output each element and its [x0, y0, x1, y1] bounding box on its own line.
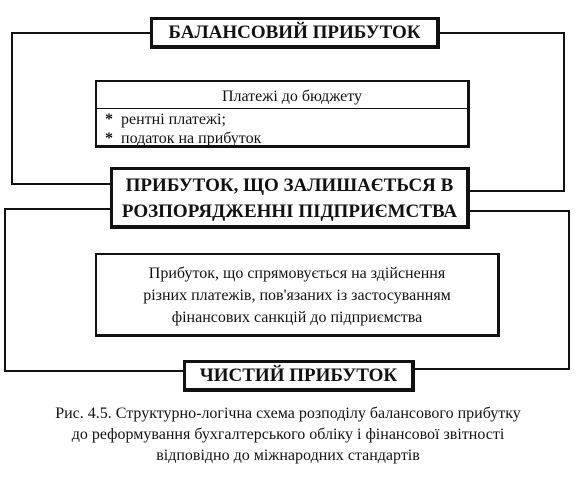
balance-profit-box: БАЛАНСОВИЙ ПРИБУТОК [150, 17, 440, 49]
budget-payment-item: *податок на прибуток [105, 130, 262, 147]
caption-line2: до реформування бухгалтерського обліку і… [71, 426, 505, 443]
sanctions-profit-line2: різних платежів, пов'язаних із застосува… [143, 287, 451, 304]
caption-line1: Рис. 4.5. Структурно-логічна схема розпо… [55, 405, 521, 422]
connector-top-right-vertical [563, 32, 565, 192]
connector-top-right-horizontal [440, 32, 565, 34]
balance-profit-label: БАЛАНСОВИЙ ПРИБУТОК [168, 22, 421, 43]
connector-mid-right-bottom [415, 368, 570, 370]
remaining-profit-box: ПРИБУТОК, ЩО ЗАЛИШАЄТЬСЯ В РОЗПОРЯДЖЕННІ… [110, 167, 470, 229]
net-profit-box: ЧИСТИЙ ПРИБУТОК [183, 360, 415, 392]
connector-mid-left-bottom [4, 370, 184, 372]
connector-top-left-horizontal [11, 32, 151, 34]
connector-top-left-bottom [11, 183, 111, 185]
budget-payments-title: Платежі до бюджету [221, 88, 363, 105]
figure-caption: Рис. 4.5. Структурно-логічна схема розпо… [0, 403, 576, 466]
remaining-profit-line1: ПРИБУТОК, ЩО ЗАЛИШАЄТЬСЯ В [125, 175, 454, 196]
remaining-profit-line2: РОЗПОРЯДЖЕННІ ПІДПРИЄМСТВА [121, 201, 458, 222]
connector-mid-left-horizontal [4, 208, 112, 210]
caption-line3: відповідно до міжнародних стандартів [156, 447, 420, 464]
connector-top-left-vertical [11, 32, 13, 184]
sanctions-profit-line3: фінансових санкцій до підприємства [171, 309, 423, 326]
connector-mid-left-vertical [4, 208, 6, 372]
net-profit-label: ЧИСТИЙ ПРИБУТОК [199, 365, 398, 386]
budget-payments-box: Платежі до бюджету *рентні платежі; *под… [95, 80, 470, 148]
sanctions-profit-line1: Прибуток, що спрямовується на здійснення [148, 265, 446, 282]
connector-mid-right-vertical [568, 210, 570, 370]
connector-mid-right-horizontal [468, 210, 570, 212]
budget-payment-item: *рентні платежі; [105, 111, 226, 128]
sanctions-profit-box: Прибуток, що спрямовується на здійснення… [95, 253, 500, 337]
connector-top-right-bottom [470, 190, 565, 192]
